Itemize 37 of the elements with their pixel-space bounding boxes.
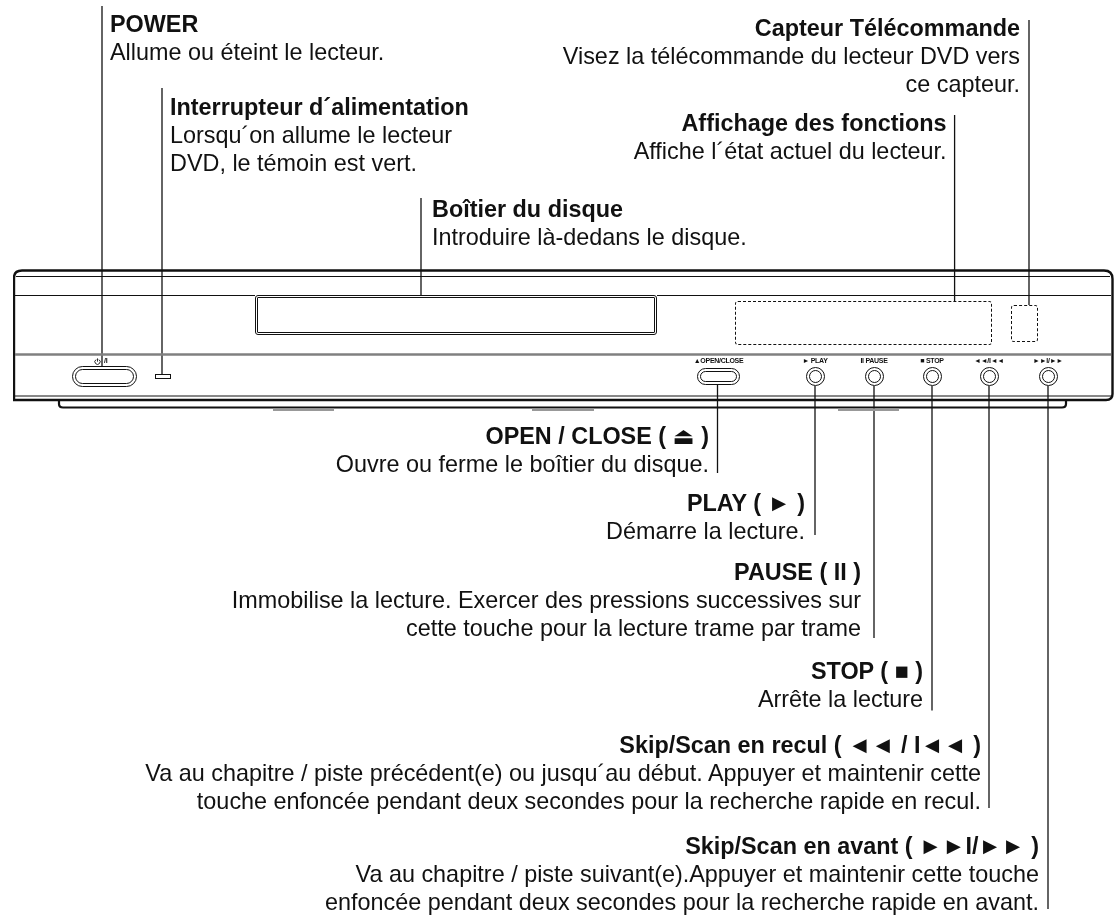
callout-title: STOP ( ■ ) <box>810 656 923 685</box>
callout-description: Va au chapitre / piste précédent(e) ou jusqu´au début. Appuyer et maintenir cette touche enfoncée pendant deux secondes pour la recherche rapide en recul. <box>144 759 981 815</box>
leader-line <box>716 384 719 474</box>
callout-description: Introduire là-dedans le disque. <box>432 222 747 251</box>
callout-title: Boîtier du disque <box>432 194 624 223</box>
leader-line <box>953 114 956 302</box>
callout-title: Affichage des fonctions <box>681 108 947 137</box>
leader-line <box>420 197 422 296</box>
leader-line <box>814 385 816 536</box>
callout-description: Démarre la lecture. <box>606 516 805 545</box>
callout-title: POWER <box>110 9 199 38</box>
callout-title: Capteur Télécommande <box>754 14 1020 42</box>
display-window <box>735 301 992 345</box>
leader-line <box>873 385 875 639</box>
callout-title: OPEN / CLOSE ( ⏏ ) <box>485 421 709 450</box>
callout-description: Allume ou éteint le lecteur. <box>110 37 385 66</box>
leader-line <box>931 385 933 712</box>
leader-line <box>161 87 163 375</box>
callout-description: Visez la télécommande du lecteur DVD vers ce capteur. <box>561 42 1020 98</box>
callout-title: PLAY ( ► ) <box>686 488 805 517</box>
callout-description: Ouvre ou ferme le boîtier du disque. <box>335 449 709 478</box>
disc-tray <box>255 295 657 335</box>
callout-title: Interrupteur d´alimentation <box>170 92 469 121</box>
callout-description: Affiche l´état actuel du lecteur. <box>633 136 947 165</box>
callout-description: Arrête la lecture <box>757 684 923 713</box>
callout-description: Va au chapitre / piste suivant(e).Appuyer et maintenir cette touche enfoncée pendant deux secondes pour la recherche rapide en avant. <box>324 860 1039 916</box>
callout-title: Skip/Scan en recul ( ◄◄ / I◄◄ ) <box>619 731 981 759</box>
leader-line <box>988 385 990 809</box>
callout-description: Immobilise la lecture. Exercer des pressions successives sur cette touche pour la lecture trame par trame <box>230 586 861 642</box>
leader-line <box>101 5 103 367</box>
remote-sensor-window <box>1011 305 1038 342</box>
callout-title: Skip/Scan en avant ( ►►I/►► ) <box>685 832 1039 860</box>
callout-title: PAUSE ( II ) <box>734 558 861 586</box>
leader-line <box>1028 19 1030 306</box>
callout-description: Lorsqu´on allume le lecteur DVD, le témoin est vert. <box>170 120 454 177</box>
leader-line <box>1047 385 1049 910</box>
indicator-light <box>155 374 171 379</box>
